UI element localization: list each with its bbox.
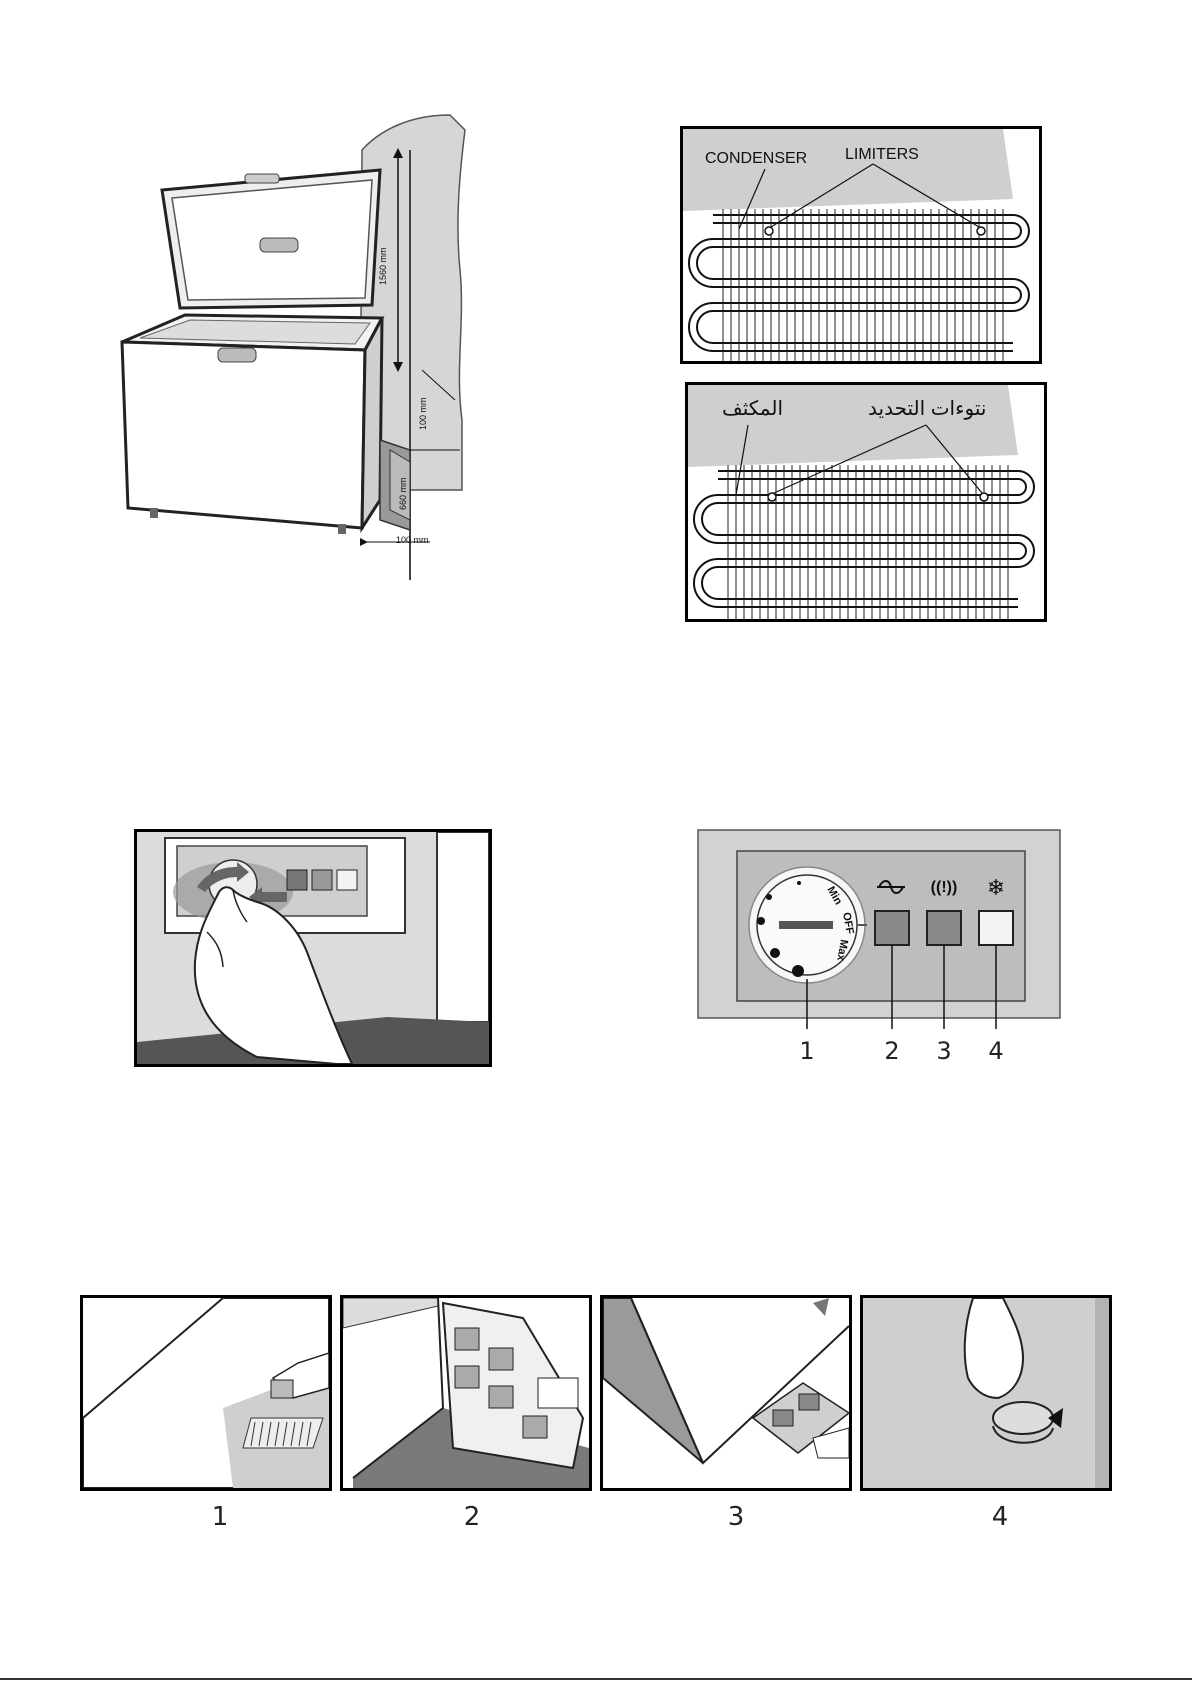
power-indicator-lamp (875, 911, 909, 945)
step-caption-1: 1 (200, 1502, 240, 1532)
snowflake-icon: ❄ (987, 875, 1005, 900)
condenser-label-en: CONDENSER (705, 150, 807, 167)
svg-text:❄: ❄ (987, 875, 1005, 900)
step-caption-2: 2 (452, 1502, 492, 1532)
limiters-label-en: LIMITERS (845, 146, 919, 163)
page-bottom-rule (0, 1678, 1192, 1680)
dim-top-clearance-label: 100 mm (418, 397, 428, 430)
defrost-step-3 (600, 1295, 852, 1491)
dim-height-label: 1560 mm (378, 247, 388, 285)
defrost-step-2 (340, 1295, 592, 1491)
callout-1: 1 (799, 1037, 814, 1065)
freezer-installation-figure: 1560 mm 100 mm 660 mm 100 mm (110, 110, 510, 600)
condenser-figure-en: CONDENSER LIMITERS (680, 126, 1042, 364)
step-caption-4: 4 (980, 1502, 1020, 1532)
dim-bottom-label: 100 mm (396, 535, 429, 545)
fast-freeze-lamp (979, 911, 1013, 945)
callout-4: 4 (988, 1037, 1003, 1065)
condenser-figure-ar: المكثف نتوءات التحديد (685, 382, 1047, 622)
step-caption-3: 3 (716, 1502, 756, 1532)
control-panel-figure: Min OFF Max ((!)) ❄ 1 2 3 4 (697, 829, 1061, 1073)
alarm-icon: ((!)) (931, 879, 958, 896)
limiters-label-ar: نتوءات التحديد (868, 398, 986, 420)
alarm-indicator-lamp (927, 911, 961, 945)
condenser-label-ar: المكثف (722, 398, 783, 420)
dim-side-label: 660 mm (398, 477, 408, 510)
callout-2: 2 (884, 1037, 899, 1065)
defrost-step-1 (80, 1295, 332, 1491)
knob-adjust-figure (134, 829, 492, 1067)
callout-3: 3 (936, 1037, 951, 1065)
svg-text:((!)): ((!)) (931, 879, 958, 896)
defrost-step-4 (860, 1295, 1112, 1491)
